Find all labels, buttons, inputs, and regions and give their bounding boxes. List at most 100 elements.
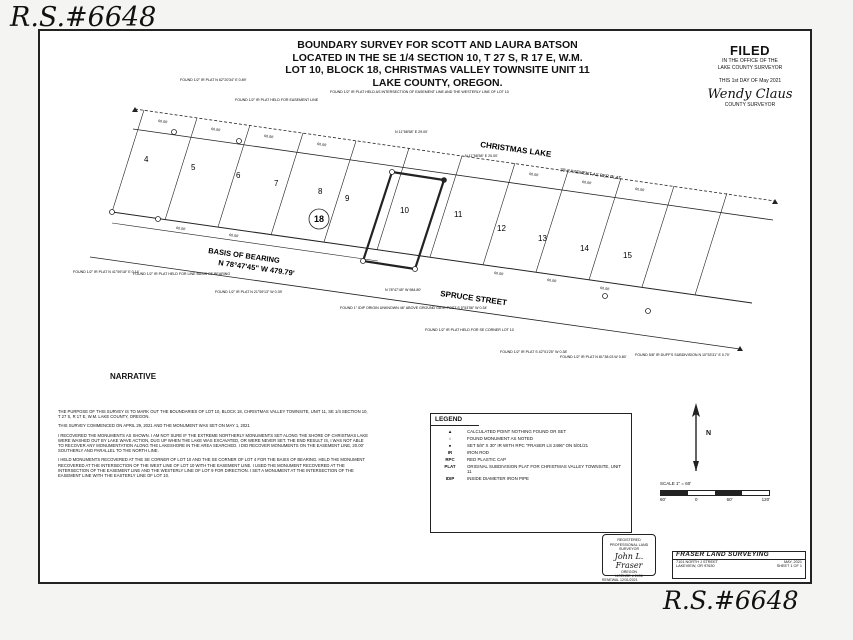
svg-text:N 78°47'45" W 984.80': N 78°47'45" W 984.80'	[385, 288, 421, 292]
county-surveyor-signature: Wendy Claus	[707, 87, 793, 102]
title-line: LOCATED IN THE SE 1/4 SECTION 10, T 27 S…	[292, 51, 583, 64]
svg-text:60.00': 60.00'	[264, 134, 274, 139]
title-line: LOT 10, BLOCK 18, CHRISTMAS VALLEY TOWNS…	[285, 64, 590, 76]
svg-text:FOUND 1/2" IR PLAT HELD FOR LI: FOUND 1/2" IR PLAT HELD FOR LINE BASIS O…	[133, 272, 230, 276]
svg-text:8: 8	[318, 187, 323, 196]
svg-text:14: 14	[580, 244, 589, 253]
street-label: SPRUCE STREET	[440, 289, 508, 307]
svg-text:60.00': 60.00'	[635, 187, 645, 192]
filed-role: COUNTY SURVEYOR	[724, 102, 776, 108]
narrative-paragraph: I HELD MONUMENTS RECOVERED AT THE SE COR…	[58, 457, 365, 479]
svg-text:11: 11	[454, 210, 463, 219]
svg-text:60.00': 60.00'	[494, 271, 504, 276]
svg-text:60.00': 60.00'	[317, 142, 327, 147]
svg-text:FOUND 1/2" IR PLAT S 42°01'25": FOUND 1/2" IR PLAT S 42°01'25" W 0.38'	[500, 350, 567, 354]
narrative-paragraph: THIS SURVEY COMMENCED ON APRIL 29, 2021 …	[58, 423, 250, 429]
narrative-paragraph: I RECOVERED THE MONUMENTS AS SHOWN. I AM…	[58, 432, 368, 454]
legend-row: ○FOUND MONUMENT AS NOTED	[437, 435, 625, 442]
svg-text:FOUND 5/8" IR DUFF'S SUBDIVISI: FOUND 5/8" IR DUFF'S SUBDIVISION N 10°53…	[635, 353, 730, 357]
legend-row: ●SET 5/8" X 30" IR WITH RPC "FRASER LS 2…	[437, 442, 625, 449]
survey-title: BOUNDARY SURVEY FOR SCOTT AND LAURA BATS…	[260, 39, 615, 89]
svg-text:FOUND 1/2" IR PLAT N 21°59'13": FOUND 1/2" IR PLAT N 21°59'13" W 0.39'	[215, 290, 283, 294]
filed-heading: FILED	[729, 43, 771, 58]
svg-text:10: 10	[400, 206, 409, 215]
lot-10-boundary	[361, 170, 446, 271]
north-label: N	[706, 430, 712, 437]
basis-of-bearing-line	[111, 222, 379, 262]
firm-city: LAKEVIEW, OR 97630	[676, 564, 715, 569]
svg-text:FOUND 1/2" IR PLAT HELD AS INT: FOUND 1/2" IR PLAT HELD AS INTERSECTION …	[330, 90, 509, 94]
legend-box: LEGEND ▲CALCULATED POINT NOTHING FOUND O…	[430, 413, 632, 533]
survey-date: MAY, 2021	[783, 559, 802, 564]
block-south-line	[111, 211, 753, 304]
triangle-icon: ▲	[447, 429, 453, 434]
svg-text:FOUND 1/2" IR PLAT HELD FOR SE: FOUND 1/2" IR PLAT HELD FOR SE CORNER LO…	[425, 328, 514, 332]
svg-text:60.00': 60.00'	[547, 278, 557, 283]
monuments	[109, 129, 651, 314]
svg-text:5: 5	[191, 163, 196, 172]
lake-boundary-line	[134, 108, 776, 202]
svg-text:60.00': 60.00'	[529, 172, 539, 177]
svg-text:60.00': 60.00'	[582, 180, 592, 185]
scale-graphic	[660, 490, 770, 496]
filed-line: LAKE COUNTY SURVEYOR	[717, 65, 783, 71]
firm-name: FRASER LAND SURVEYING	[673, 551, 805, 560]
filled-circle-icon: ●	[448, 443, 452, 448]
legend-table: ▲CALCULATED POINT NOTHING FOUND OR SET ○…	[437, 428, 625, 482]
svg-text:N 11°58'58" E 20.00': N 11°58'58" E 20.00'	[465, 154, 498, 158]
survey-sheet: BOUNDARY SURVEY FOR SCOTT AND LAURA BATS…	[38, 29, 812, 584]
svg-text:60.00': 60.00'	[211, 127, 221, 132]
filed-date: THIS 1st DAY OF May 2021	[718, 78, 782, 84]
firm-address: 7101 NORTH J STREET	[676, 559, 718, 564]
lot-numbers: 4 5 6 7 8 9 10 11 12 13 14 15	[144, 155, 632, 260]
easement-line	[132, 128, 774, 221]
svg-text:FOUND 1/2" IR PLAT N 41°59'18": FOUND 1/2" IR PLAT N 41°59'18" E 0.14'	[73, 270, 140, 274]
lot-frontage-labels: 60.00' 60.00' 60.00' 60.00' 60.00' 60.00…	[158, 119, 645, 291]
survey-number-top: R.S.#6648	[10, 2, 157, 33]
svg-text:9: 9	[345, 194, 350, 203]
block-number-circle	[308, 208, 330, 230]
svg-text:7: 7	[274, 179, 279, 188]
narrative-heading: NARRATIVE	[110, 372, 157, 381]
lot-lines	[111, 109, 728, 296]
legend-heading: LEGEND	[431, 414, 479, 426]
sheet-number: SHEET 1 OF 1	[776, 564, 802, 569]
svg-text:4: 4	[144, 155, 149, 164]
svg-text:60.00': 60.00'	[176, 226, 186, 231]
narrative-paragraph: THE PURPOSE OF THIS SURVEY IS TO MARK OU…	[58, 409, 368, 420]
svg-text:60.00': 60.00'	[158, 119, 168, 124]
scale-label: SCALE 1" = 60'	[660, 481, 692, 486]
filed-line: IN THE OFFICE OF THE	[722, 58, 778, 64]
surveyor-seal: REGISTERED PROFESSIONAL LAND SURVEYOR Jo…	[602, 534, 656, 578]
svg-text:60.00': 60.00'	[229, 233, 239, 238]
svg-text:N 11°58'58" E 29.00': N 11°58'58" E 29.00'	[395, 130, 428, 134]
title-block: FRASER LAND SURVEYING 7101 NORTH J STREE…	[672, 551, 806, 579]
svg-text:FOUND 1/2" IR PLAT N 62°20'34": FOUND 1/2" IR PLAT N 62°20'34" E 0.89'	[180, 78, 247, 82]
filed-stamp: FILED IN THE OFFICE OF THE LAKE COUNTY S…	[695, 43, 805, 109]
svg-text:13: 13	[538, 234, 547, 243]
title-line: BOUNDARY SURVEY FOR SCOTT AND LAURA BATS…	[297, 39, 578, 51]
street-south-line	[89, 256, 741, 350]
svg-text:FOUND 1" IDIP ORIGIN UNKNOWN 4: FOUND 1" IDIP ORIGIN UNKNOWN 46" ABOVE G…	[340, 306, 488, 310]
block-number: 18	[314, 214, 324, 224]
open-circle-icon: ○	[448, 436, 452, 441]
title-line: LAKE COUNTY, OREGON.	[372, 76, 503, 89]
north-arrow-icon	[692, 403, 700, 471]
monument-notes: FOUND 1/2" IR PLAT N 62°20'34" E 0.89' F…	[73, 78, 730, 359]
svg-text:15: 15	[623, 251, 632, 260]
surveyor-signature: John L. Fraser	[614, 551, 644, 570]
calculated-points	[132, 107, 778, 351]
renewal-date: RENEWAL 12/31/2021	[602, 578, 638, 582]
svg-text:FOUND 1/2" IR PLAT N 81°38.03: FOUND 1/2" IR PLAT N 81°38.03 W 0.80'	[560, 355, 627, 359]
set-monument	[441, 177, 447, 183]
easement-label: 20' EASEMENT AS PER PLAT	[560, 167, 622, 181]
svg-text:FOUND 1/2" IR PLAT HELD FOR EA: FOUND 1/2" IR PLAT HELD FOR EASEMENT LIN…	[235, 98, 319, 102]
svg-text:6: 6	[236, 171, 241, 180]
svg-text:60.00': 60.00'	[600, 286, 610, 291]
legend-row: ▲CALCULATED POINT NOTHING FOUND OR SET	[437, 428, 625, 435]
